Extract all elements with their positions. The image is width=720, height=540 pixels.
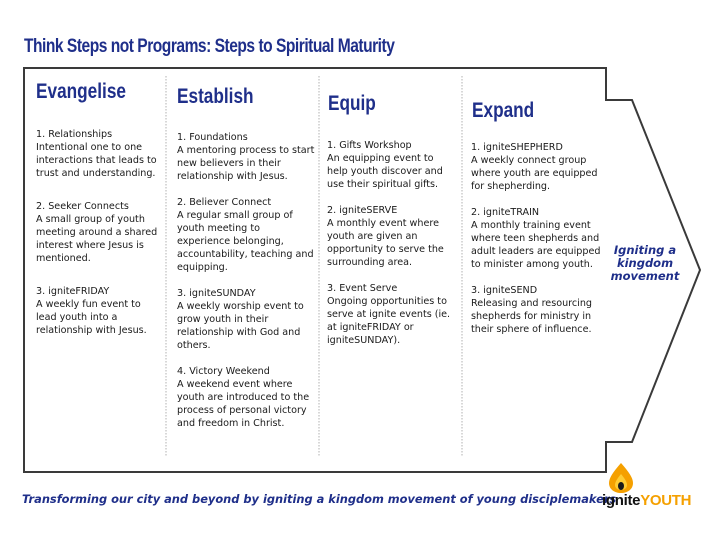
arrow-label: Igniting a kingdom movement: [610, 243, 680, 283]
step-ignitetrain: 2. igniteTRAIN A monthly training event …: [471, 206, 601, 271]
step-relationships: 1. Relationships Intentional one to one …: [36, 128, 162, 180]
step-description: Ongoing opportunities to serve at ignite…: [327, 296, 451, 346]
stage-heading-establish: Establish: [177, 85, 254, 108]
step-description: A weekly worship event to grow youth in …: [177, 301, 304, 351]
step-title: 2. Believer Connect: [177, 197, 272, 208]
step-ignitesend: 3. igniteSEND Releasing and resourcing s…: [471, 284, 601, 336]
step-victory-weekend: 4. Victory Weekend A weekend event where…: [177, 365, 315, 430]
step-description: Intentional one to one interactions that…: [36, 142, 157, 179]
step-description: A monthly training event where teen shep…: [471, 220, 601, 270]
step-title: 1. Relationships: [36, 129, 113, 140]
logo-text-ignite: ignite: [602, 492, 641, 509]
step-seeker-connects: 2. Seeker Connects A small group of yout…: [36, 200, 162, 265]
step-igniteshepherd: 1. igniteSHEPHERD A weekly connect group…: [471, 141, 601, 193]
column-equip: 1. Gifts Workshop An equipping event to …: [327, 139, 457, 360]
step-description: A small group of youth meeting around a …: [36, 214, 158, 264]
column-expand: 1. igniteSHEPHERD A weekly connect group…: [471, 141, 601, 349]
step-gifts-workshop: 1. Gifts Workshop An equipping event to …: [327, 139, 457, 191]
step-description: A weekly fun event to lead youth into a …: [36, 299, 147, 336]
step-description: A mentoring process to start new believe…: [177, 145, 315, 182]
step-title: 2. igniteTRAIN: [471, 207, 540, 218]
step-ignitesunday: 3. igniteSUNDAY A weekly worship event t…: [177, 287, 315, 352]
step-description: A regular small group of youth meeting t…: [177, 210, 314, 273]
stage-heading-equip: Equip: [328, 92, 376, 115]
step-foundations: 1. Foundations A mentoring process to st…: [177, 131, 315, 183]
step-title: 3. igniteSEND: [471, 285, 538, 296]
step-title: 1. Foundations: [177, 132, 248, 143]
step-description: A weekend event where youth are introduc…: [177, 379, 310, 429]
step-title: 1. igniteSHEPHERD: [471, 142, 563, 153]
step-description: A weekly connect group where youth are e…: [471, 155, 598, 192]
step-description: A monthly event where youth are given an…: [327, 218, 444, 268]
step-ignitefriday: 3. igniteFRIDAY A weekly fun event to le…: [36, 285, 162, 337]
logo-text-youth: YOUTH: [640, 492, 692, 509]
arrow-shape: [23, 67, 702, 473]
column-evangelise: 1. Relationships Intentional one to one …: [36, 128, 162, 350]
column-establish: 1. Foundations A mentoring process to st…: [177, 131, 315, 443]
step-believer-connect: 2. Believer Connect A regular small grou…: [177, 196, 315, 274]
step-title: 3. Event Serve: [327, 283, 398, 294]
stage-heading-evangelise: Evangelise: [36, 80, 126, 103]
step-igniteserve: 2. igniteSERVE A monthly event where you…: [327, 204, 457, 269]
page-title: Think Steps not Programs: Steps to Spiri…: [24, 36, 395, 57]
step-description: Releasing and resourcing shepherds for m…: [471, 298, 592, 335]
step-title: 3. igniteFRIDAY: [36, 286, 110, 297]
step-title: 4. Victory Weekend: [177, 366, 270, 377]
stage-heading-expand: Expand: [472, 99, 535, 122]
tagline: Transforming our city and beyond by igni…: [22, 492, 617, 506]
step-title: 3. igniteSUNDAY: [177, 288, 256, 299]
step-description: An equipping event to help youth discove…: [327, 153, 443, 190]
step-title: 2. igniteSERVE: [327, 205, 398, 216]
step-title: 1. Gifts Workshop: [327, 140, 412, 151]
logo-wordmark: igniteYOUTH: [602, 492, 692, 509]
ignite-youth-logo: igniteYOUTH: [602, 462, 714, 512]
flame-icon: [609, 463, 633, 493]
step-event-serve: 3. Event Serve Ongoing opportunities to …: [327, 282, 457, 347]
step-title: 2. Seeker Connects: [36, 201, 129, 212]
